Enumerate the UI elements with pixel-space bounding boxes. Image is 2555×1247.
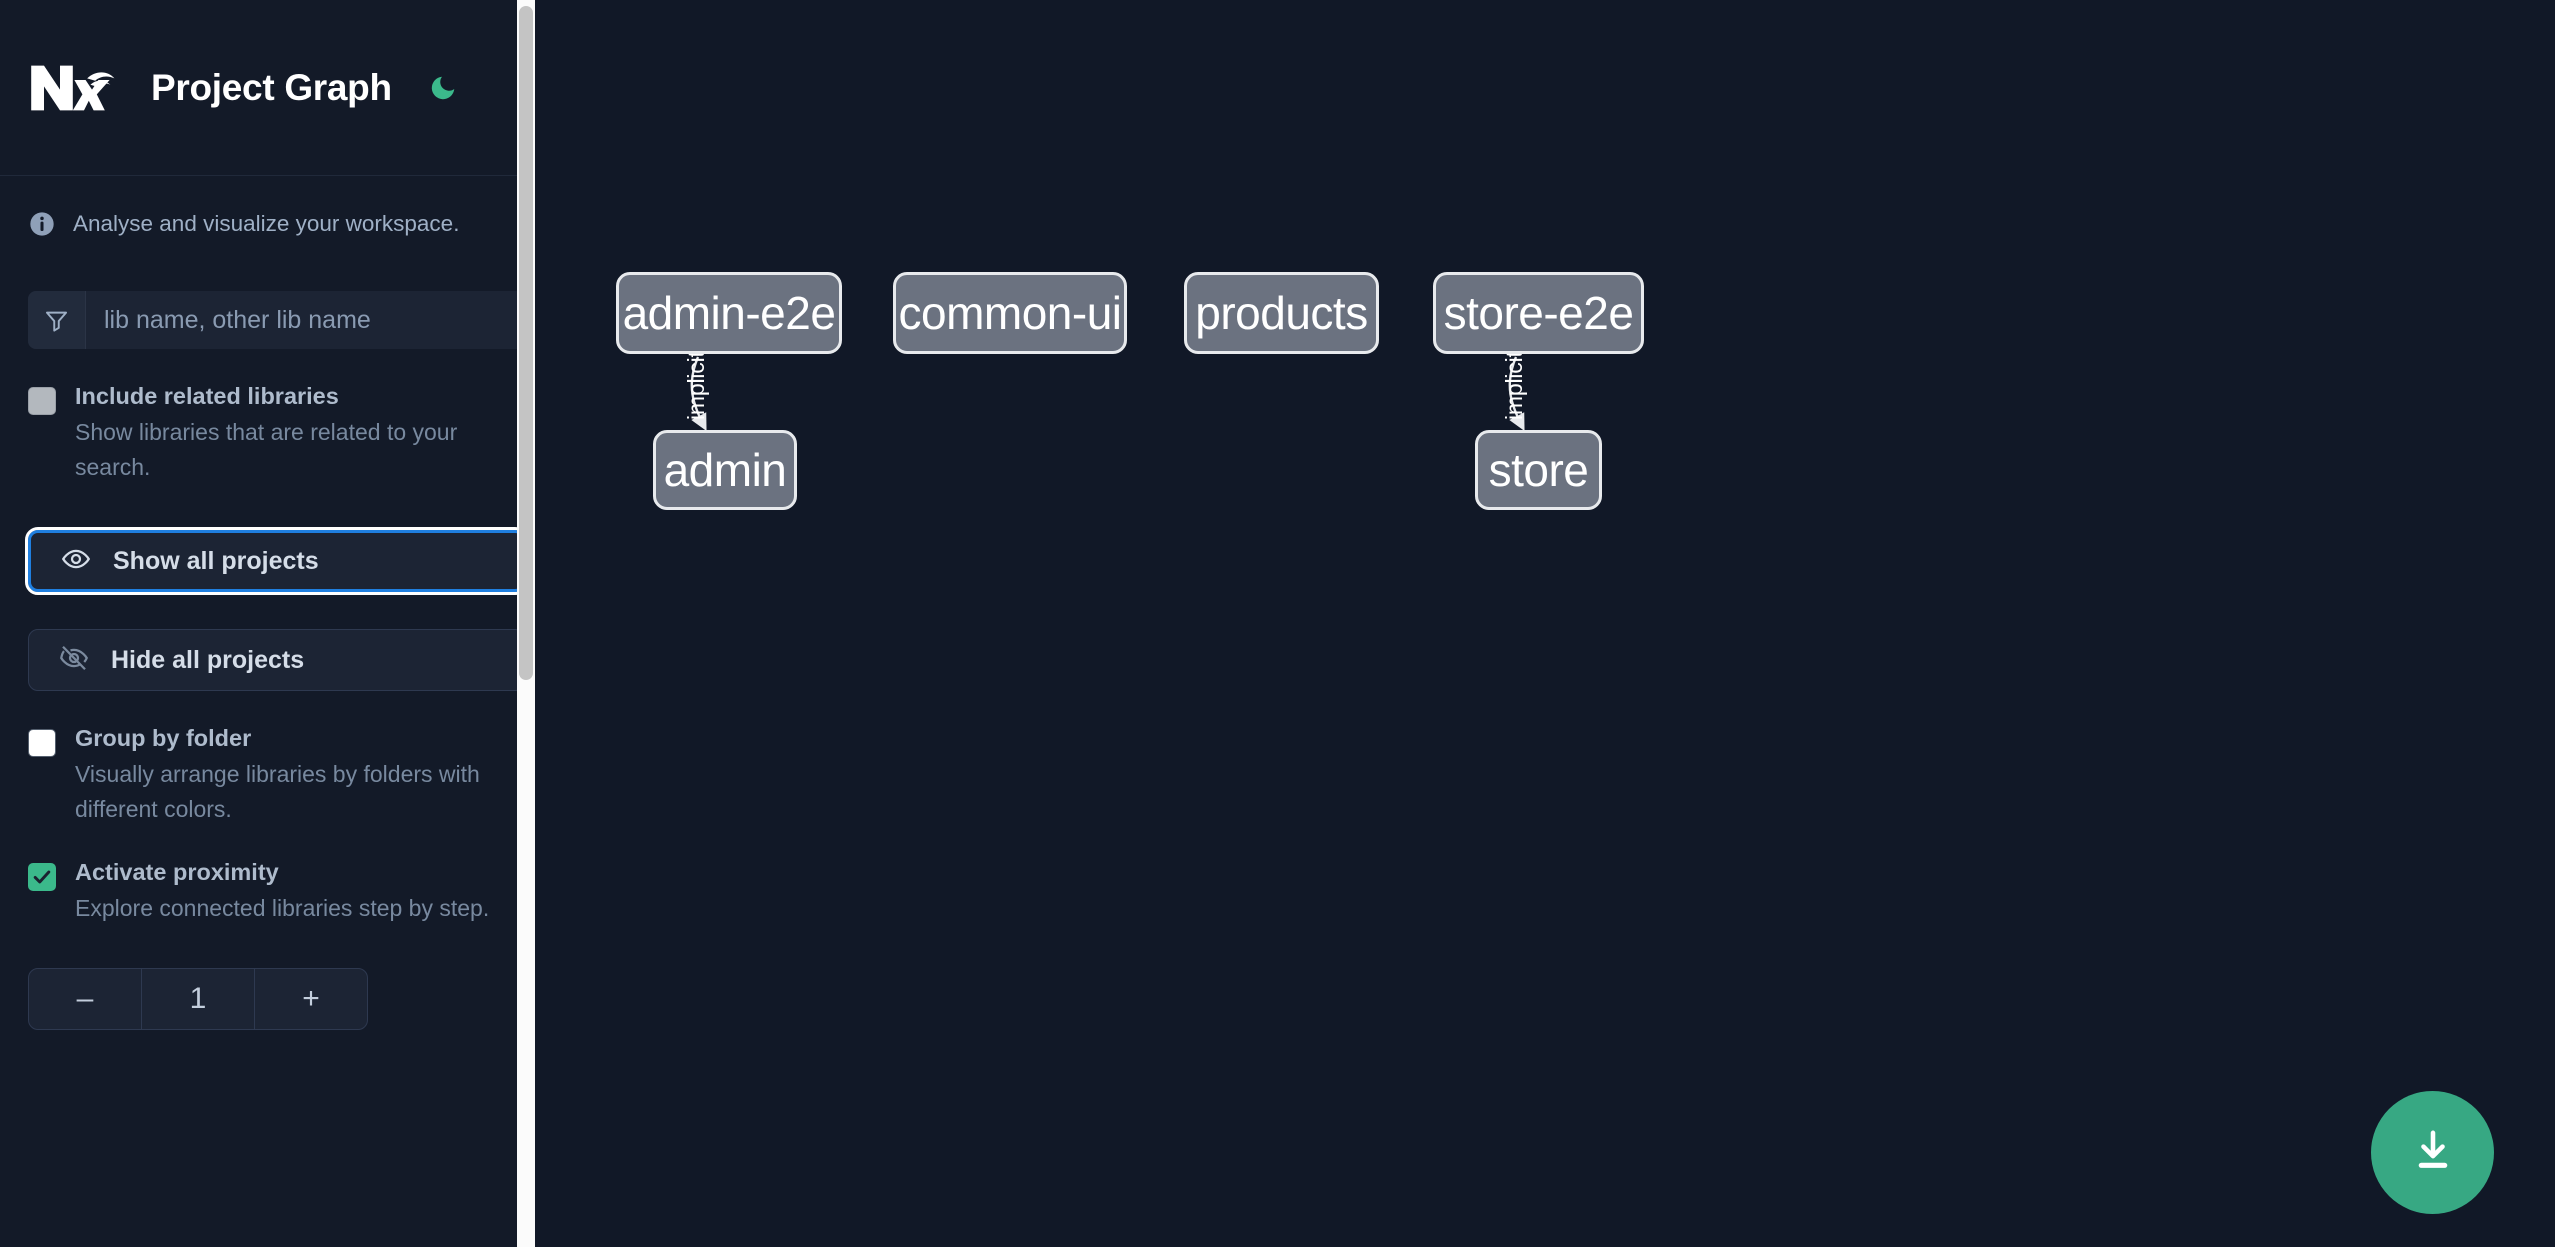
hide-all-projects-button[interactable]: Hide all projects xyxy=(28,629,525,691)
search-box xyxy=(28,291,525,349)
eye-slash-icon xyxy=(59,643,89,678)
proximity-increment-button[interactable]: + xyxy=(302,982,320,1015)
sidebar-content: Project Graph Analyse and visualize your… xyxy=(0,0,553,1247)
page-title: Project Graph xyxy=(151,66,392,108)
project-actions: Show all projects Hide all projects xyxy=(0,527,553,691)
option-include-related-libraries[interactable]: Include related libraries Show libraries… xyxy=(0,381,553,485)
option-label: Activate proximity xyxy=(75,859,279,885)
show-all-projects-button[interactable]: Show all projects xyxy=(25,527,528,595)
option-description: Show libraries that are related to your … xyxy=(75,419,458,480)
filter-icon[interactable] xyxy=(28,291,86,349)
show-all-projects-label: Show all projects xyxy=(113,546,319,575)
sidebar-scrollbar-thumb[interactable] xyxy=(519,6,533,680)
graph-edges xyxy=(690,356,1525,431)
edge-label-implicit-store: implicit xyxy=(1501,351,1527,420)
sidebar: Project Graph Analyse and visualize your… xyxy=(0,0,553,1247)
graph-canvas[interactable]: implicit implicit admin-e2e common-ui pr… xyxy=(553,0,2555,1247)
proximity-value[interactable]: 1 xyxy=(141,969,255,1029)
moon-icon[interactable] xyxy=(422,67,464,109)
sidebar-header: Project Graph xyxy=(0,0,553,176)
sidebar-edge xyxy=(535,0,553,1247)
edge-label-implicit-admin: implicit xyxy=(683,351,709,420)
download-icon xyxy=(2407,1125,2459,1180)
graph-node-admin-e2e[interactable]: admin-e2e xyxy=(616,272,842,354)
hide-all-projects-label: Hide all projects xyxy=(111,645,305,674)
option-group-by-folder[interactable]: Group by folder Visually arrange librari… xyxy=(0,723,553,827)
option-label: Group by folder xyxy=(75,725,252,751)
proximity-stepper: – 1 + xyxy=(28,968,368,1030)
info-icon xyxy=(28,210,56,238)
workspace-info-text: Analyse and visualize your workspace. xyxy=(73,211,460,236)
graph-node-admin[interactable]: admin xyxy=(653,430,797,510)
option-label: Include related libraries xyxy=(75,383,339,409)
workspace-info: Analyse and visualize your workspace. xyxy=(0,176,553,238)
option-description: Visually arrange libraries by folders wi… xyxy=(75,761,480,822)
graph-node-common-ui[interactable]: common-ui xyxy=(893,272,1127,354)
eye-icon xyxy=(61,544,91,579)
checkbox-include-related-libraries[interactable] xyxy=(28,387,56,415)
graph-node-store[interactable]: store xyxy=(1475,430,1602,510)
graph-node-products[interactable]: products xyxy=(1184,272,1379,354)
proximity-decrement-button[interactable]: – xyxy=(76,982,94,1015)
sidebar-scrollbar[interactable] xyxy=(517,0,535,1247)
nx-logo xyxy=(28,58,124,118)
option-description: Explore connected libraries step by step… xyxy=(75,895,490,921)
checkbox-group-by-folder[interactable] xyxy=(28,729,56,757)
checkbox-activate-proximity[interactable] xyxy=(28,863,56,891)
download-button[interactable] xyxy=(2371,1091,2494,1214)
graph-node-store-e2e[interactable]: store-e2e xyxy=(1433,272,1644,354)
option-activate-proximity[interactable]: Activate proximity Explore connected lib… xyxy=(0,857,553,926)
search-input[interactable] xyxy=(86,291,525,349)
